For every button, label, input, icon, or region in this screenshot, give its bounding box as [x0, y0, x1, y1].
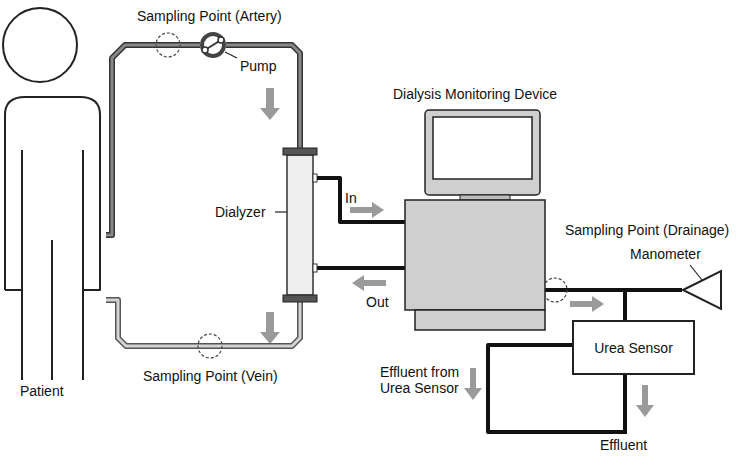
- sampling-label: Sampling Point (Vein): [143, 368, 278, 384]
- manometer-symbol-outline: [682, 270, 722, 310]
- flow-arrow: [260, 88, 280, 120]
- tube-line: [106, 300, 300, 346]
- tube-stroke: [317, 266, 405, 270]
- tube-line: [106, 45, 200, 235]
- effluent-tube: [623, 375, 627, 434]
- tube-line: [317, 178, 405, 222]
- node-label: Pump: [240, 58, 277, 74]
- node-label: Patient: [20, 383, 64, 399]
- sampling-circle: [198, 334, 222, 358]
- tube-stroke: [226, 45, 300, 148]
- tube-stroke: [106, 45, 200, 235]
- tube-stroke: [106, 300, 300, 346]
- pump-symbol: Pump: [200, 32, 226, 58]
- tube-line: [317, 268, 405, 269]
- flow-arrow: [570, 296, 604, 312]
- tube-stroke: [317, 178, 405, 222]
- monitoring-device: Dialysis Monitoring Device: [405, 110, 545, 330]
- manometer-symbol: Manometer: [682, 270, 722, 310]
- dialyzer-cylinder: Dialyzer: [283, 148, 317, 302]
- tube-line: [226, 45, 300, 148]
- sampling-circle: [156, 33, 180, 57]
- effluent-label: Effluent: [600, 437, 647, 453]
- effluent-label: Effluent from Urea Sensor: [380, 364, 462, 396]
- node-label: Manometer: [630, 246, 701, 262]
- tube-stroke: [106, 45, 200, 235]
- leader-line: [690, 265, 702, 280]
- sampling-circle: [543, 278, 567, 302]
- tube-stroke: [106, 300, 300, 346]
- flow-label: Out: [366, 294, 389, 310]
- sampling-label: Sampling Point (Drainage): [565, 222, 729, 238]
- patient-figure-outline: [0, 5, 106, 380]
- flow-label: In: [345, 190, 357, 206]
- tube-stroke: [226, 45, 300, 148]
- flow-arrow: [464, 368, 482, 400]
- flow-arrow: [636, 385, 654, 417]
- leader-line: [225, 52, 237, 58]
- dialyzer-cylinder-outline: [283, 148, 317, 302]
- flow-arrow: [352, 275, 386, 291]
- node-label: Dialysis Monitoring Device: [393, 86, 557, 102]
- tube-stroke: [545, 290, 625, 320]
- flow-arrow: [260, 312, 280, 344]
- urea-sensor-box: Urea Sensor: [572, 320, 695, 375]
- node-label: Dialyzer: [215, 204, 266, 220]
- sampling-label: Sampling Point (Artery): [137, 8, 282, 24]
- tube-line: [545, 290, 625, 320]
- monitoring-device-outline: [405, 110, 545, 330]
- patient-figure: Patient: [0, 5, 106, 380]
- node-label: Urea Sensor: [594, 340, 673, 356]
- pump-symbol-outline: [200, 32, 226, 58]
